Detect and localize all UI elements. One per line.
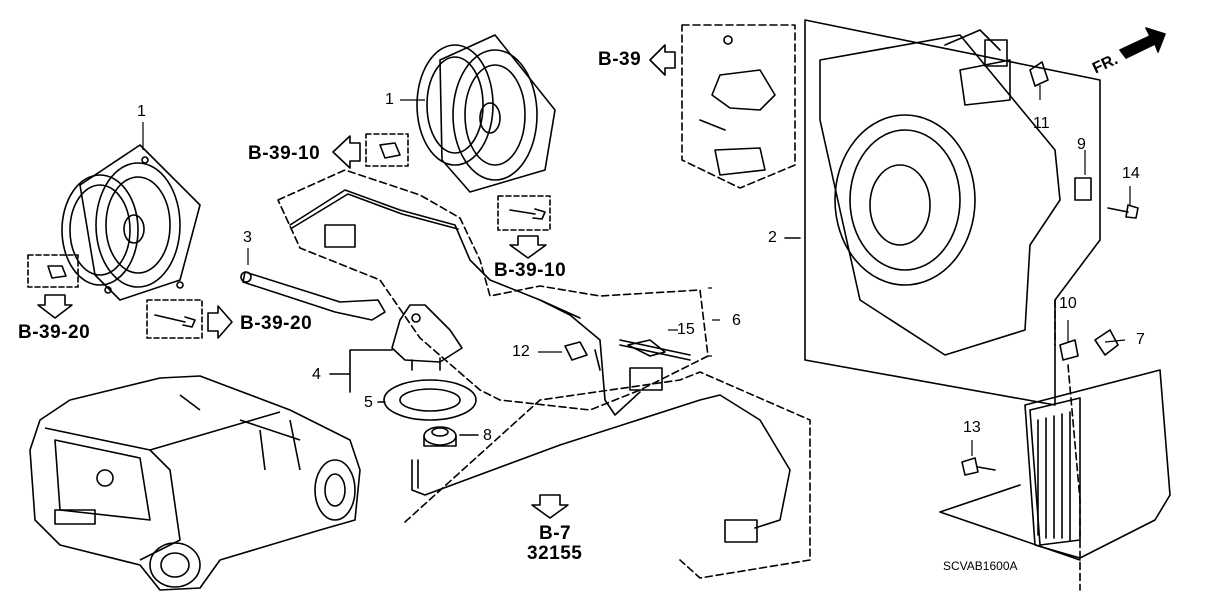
- callout-15: 15: [677, 321, 695, 338]
- arrow-left-b39: [649, 44, 676, 76]
- callout-3: 3: [243, 229, 252, 246]
- door-speaker-upper: [416, 34, 556, 193]
- ref-b39: B-39: [598, 49, 642, 70]
- callout-2: 2: [768, 229, 777, 246]
- callout-1-upper: 1: [385, 91, 394, 108]
- ref-b7: B-7: [539, 523, 572, 544]
- clip-11: [1029, 61, 1049, 87]
- callout-12: 12: [512, 343, 530, 360]
- callout-4: 4: [312, 366, 321, 383]
- bolt-13: [961, 457, 996, 476]
- arrow-down-b7: [531, 494, 569, 519]
- diagram-code: SCVAB1600A: [943, 559, 1018, 573]
- arrow-down-b3910: [509, 235, 547, 259]
- callout-5: 5: [364, 394, 373, 411]
- callout-11: 11: [1033, 115, 1050, 132]
- arrow-right-b3920: [207, 305, 233, 339]
- antenna-gasket: [383, 379, 477, 421]
- callout-10: 10: [1059, 295, 1077, 312]
- antenna-mast: [242, 271, 386, 321]
- antenna-base: [391, 304, 463, 363]
- antenna-feeder-cable: [411, 394, 791, 529]
- harness-box: [681, 24, 796, 189]
- nut-10: [1059, 339, 1079, 361]
- clip-9: [1074, 177, 1092, 201]
- vehicle-illustration: [29, 375, 361, 591]
- callout-8: 8: [483, 427, 492, 444]
- cable-connector: [629, 367, 663, 391]
- arrow-down-b3920: [37, 294, 73, 319]
- clip-12: [564, 341, 588, 361]
- sub-connector: [984, 39, 1008, 67]
- cable-group-box: [277, 169, 709, 411]
- subwoofer-frame: [804, 19, 1101, 406]
- ref-b3920-left: B-39-20: [240, 313, 313, 334]
- ref-b3910-right: B-39-10: [494, 260, 567, 281]
- ref-b3910-left: B-39-10: [248, 143, 321, 164]
- ref-b3920-bottom: B-39-20: [18, 322, 91, 343]
- clamp-15: [627, 339, 666, 357]
- door-speaker-left: [61, 144, 201, 301]
- callout-9: 9: [1077, 136, 1086, 153]
- subwoofer-enclosure: [819, 34, 1061, 356]
- front-arrow: [1119, 27, 1166, 59]
- callout-13: 13: [963, 419, 981, 436]
- callout-1-left: 1: [137, 103, 146, 120]
- ref-part-number: 32155: [527, 543, 583, 564]
- clip-box-left: [27, 254, 79, 288]
- callout-6: 6: [732, 312, 741, 329]
- bolt-14: [1107, 204, 1139, 219]
- arrow-left-b3910: [332, 135, 361, 169]
- connector-block: [324, 224, 356, 248]
- callout-7: 7: [1136, 331, 1145, 348]
- callout-14: 14: [1122, 165, 1140, 182]
